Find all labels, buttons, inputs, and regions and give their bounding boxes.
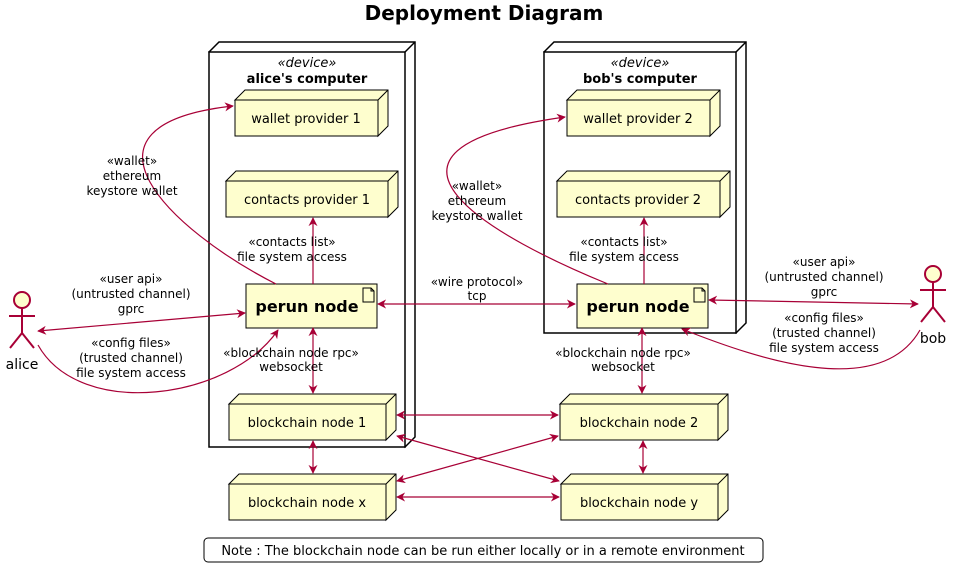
edge-label-line: ethereum xyxy=(448,194,506,208)
edge-label-line: tcp xyxy=(468,289,487,303)
edge-label-line: «user api» xyxy=(793,255,856,269)
edge-label-line: websocket xyxy=(591,360,655,374)
edge-label-line: (untrusted channel) xyxy=(764,270,883,284)
diagram-title: Deployment Diagram xyxy=(365,1,604,25)
edge-label-line: (untrusted channel) xyxy=(71,287,190,301)
edge-label-line: file system access xyxy=(76,366,186,380)
node-label: blockchain node 1 xyxy=(248,416,367,431)
edge-label-line: (trusted channel) xyxy=(772,326,876,340)
node-label: blockchain node 2 xyxy=(580,416,699,431)
label-config-bob: «config files» (trusted channel) file sy… xyxy=(769,311,879,355)
edge-config-alice xyxy=(37,329,279,394)
edge-label-line: ethereum xyxy=(103,169,161,183)
node-label: perun node xyxy=(255,297,358,316)
node-perun-bob: perun node xyxy=(576,283,709,329)
actor-label: alice xyxy=(6,357,39,373)
label-contacts-alice: «contacts list» file system access xyxy=(237,235,347,264)
label-userapi-alice: «user api» (untrusted channel) gprc xyxy=(71,272,190,316)
node-label: blockchain node y xyxy=(580,496,698,511)
node-contacts-provider-2: contacts provider 2 xyxy=(555,170,731,219)
label-wallet-bob: «wallet» ethereum keystore wallet xyxy=(431,179,522,223)
device-name: alice's computer xyxy=(247,72,368,87)
actor-bob: bob xyxy=(920,265,946,347)
device-stereotype: «device» xyxy=(611,56,670,71)
edge-label-line: «blockchain node rpc» xyxy=(223,346,359,360)
edge-label-line: file system access xyxy=(769,341,879,355)
node-label: blockchain node x xyxy=(248,496,366,511)
edge-label-line: «contacts list» xyxy=(580,235,667,249)
note-text: Note : The blockchain node can be run ei… xyxy=(221,544,744,559)
edge-label-line: «config files» xyxy=(784,311,864,325)
label-contacts-bob: «contacts list» file system access xyxy=(569,235,679,264)
edge-label-line: «wallet» xyxy=(107,154,157,168)
device-stereotype: «device» xyxy=(278,56,337,71)
label-rpc-bob: «blockchain node rpc» websocket xyxy=(555,346,691,374)
edge-label-line: keystore wallet xyxy=(86,184,177,198)
node-contacts-provider-1: contacts provider 1 xyxy=(224,170,399,219)
device-name: bob's computer xyxy=(583,72,698,87)
actor-alice: alice xyxy=(6,291,39,373)
edge-label-line: (trusted channel) xyxy=(79,351,183,365)
edge-wallet-bob xyxy=(446,113,609,285)
label-userapi-bob: «user api» (untrusted channel) gprc xyxy=(764,255,883,299)
label-wallet-alice: «wallet» ethereum keystore wallet xyxy=(86,154,177,198)
edge-label-line: file system access xyxy=(569,250,679,264)
node-wallet-provider-2: wallet provider 2 xyxy=(565,89,721,138)
edge-userapi-alice xyxy=(37,309,246,335)
node-blockchain-y: blockchain node y xyxy=(559,473,729,522)
node-blockchain-2: blockchain node 2 xyxy=(558,393,729,442)
edge-label-line: keystore wallet xyxy=(431,209,522,223)
edge-label-line: «wallet» xyxy=(452,179,502,193)
node-label: contacts provider 2 xyxy=(575,193,701,208)
node-label: wallet provider 1 xyxy=(251,112,361,127)
edge-label-line: gprc xyxy=(811,285,838,299)
node-wallet-provider-1: wallet provider 1 xyxy=(233,89,389,138)
edge-label-line: websocket xyxy=(259,360,323,374)
label-rpc-alice: «blockchain node rpc» websocket xyxy=(223,346,359,374)
actor-label: bob xyxy=(920,331,946,347)
label-config-alice: «config files» (trusted channel) file sy… xyxy=(76,336,186,380)
edge-config-bob xyxy=(681,327,921,370)
edge-label-line: «config files» xyxy=(91,336,171,350)
edge-label-line: file system access xyxy=(237,250,347,264)
edge-bc2-bcx xyxy=(396,433,559,484)
label-wire: «wire protocol» tcp xyxy=(431,275,523,303)
note: Note : The blockchain node can be run ei… xyxy=(203,537,764,563)
node-perun-alice: perun node xyxy=(245,283,378,329)
edge-label-line: gprc xyxy=(118,302,145,316)
edge-wallet-alice xyxy=(142,102,277,285)
node-blockchain-1: blockchain node 1 xyxy=(227,393,397,442)
node-label: wallet provider 2 xyxy=(583,112,693,127)
node-blockchain-x: blockchain node x xyxy=(227,473,397,522)
edge-label-line: «user api» xyxy=(100,272,163,286)
node-label: perun node xyxy=(586,297,689,316)
edge-label-line: «wire protocol» xyxy=(431,275,523,289)
edge-userapi-bob xyxy=(708,295,919,309)
node-label: contacts provider 1 xyxy=(244,193,370,208)
edge-label-line: «contacts list» xyxy=(248,235,335,249)
edge-label-line: «blockchain node rpc» xyxy=(555,346,691,360)
